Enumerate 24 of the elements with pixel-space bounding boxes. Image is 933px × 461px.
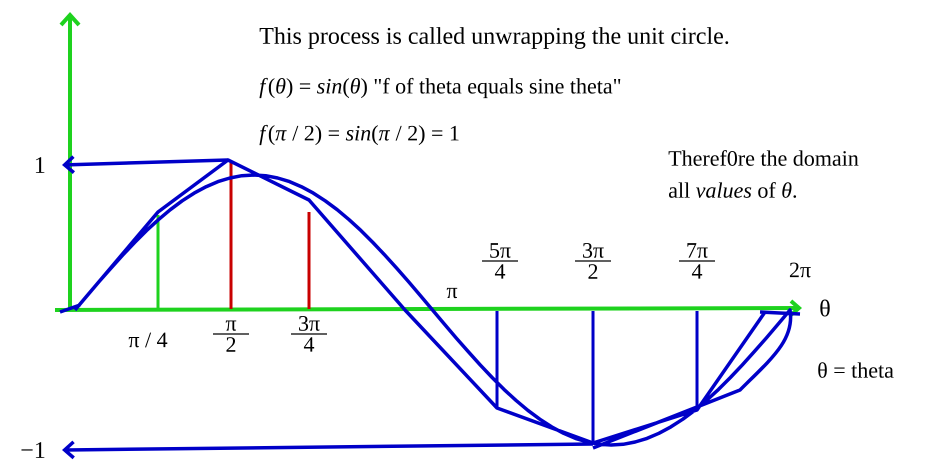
note-text: θ = theta	[818, 362, 894, 378]
arrow	[62, 440, 594, 460]
axis-value: −1	[21, 442, 44, 458]
tick-label: 4	[494, 264, 506, 279]
note-text: Theref0re the domain	[668, 150, 858, 166]
axis-label: θ	[820, 300, 830, 317]
tick-label: 2	[226, 337, 236, 352]
axis-value: 1	[36, 157, 44, 173]
tick-label: 4	[304, 337, 314, 352]
tick-label: π	[446, 288, 458, 298]
formula-text: f(π / 2) = sin(π / 2) = 1	[259, 124, 459, 146]
note-text: This process is called unwrapping the unit circle.	[260, 27, 728, 49]
tick-label: 4	[692, 264, 702, 279]
tick-label: π / 4	[128, 332, 168, 348]
arrow	[62, 155, 228, 174]
tick-label: 7π	[687, 243, 708, 258]
tick-label: 5π	[490, 243, 511, 258]
tick-label: π	[226, 320, 236, 331]
tick-label: 2π	[790, 262, 811, 278]
tick-label: 3π	[299, 316, 320, 331]
tick-label: 3π	[583, 243, 604, 258]
formula-text: f(θ) = sin(θ) "f of theta equals sine theta"	[259, 78, 620, 98]
tick-label: 2	[588, 264, 598, 279]
note-text: all values of θ.	[668, 182, 796, 198]
